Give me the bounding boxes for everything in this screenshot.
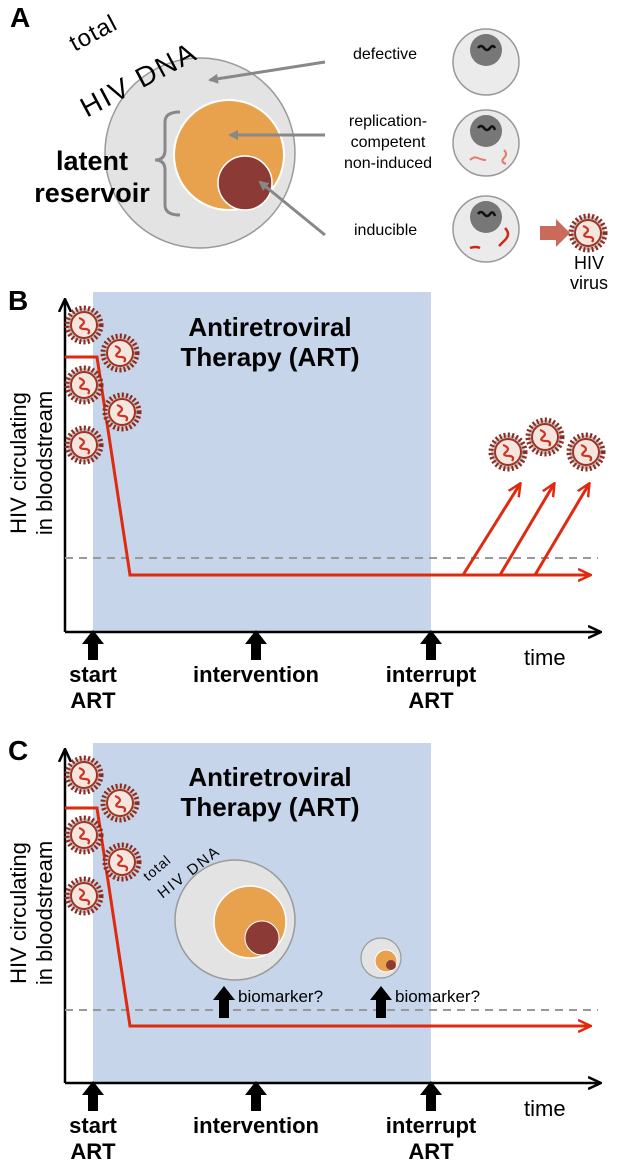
hiv-virus-line1: HIV — [573, 253, 604, 273]
inducible-label: inducible — [354, 222, 418, 239]
defective-label: defective — [353, 46, 418, 63]
start-art-label-b: start ART — [53, 662, 133, 714]
intervention-label-b: intervention — [193, 662, 319, 687]
interrupt-art-label-c: interrupt ART — [371, 1113, 491, 1165]
panel-a-letter: A — [10, 2, 31, 33]
replication-line2: competent — [350, 134, 426, 151]
y-label-c-line2: in bloodstream — [32, 840, 57, 986]
latent-label: latent reservoir — [22, 145, 162, 209]
rebound-arrow-2 — [498, 484, 554, 576]
panel-b-letter: B — [8, 285, 29, 316]
interrupt-b-line2: ART — [408, 688, 454, 713]
art-title-c-line2: Therapy (ART) — [180, 792, 360, 822]
marker-interrupt-b — [420, 630, 442, 660]
panel-b-chart — [65, 292, 603, 660]
interrupt-b-line1: interrupt — [385, 662, 477, 687]
hiv-virus-label: HIV virus — [564, 253, 614, 293]
start-c-line1: start — [69, 1113, 117, 1138]
marker-intervention-b — [245, 630, 267, 660]
art-title-c-line1: Antiretroviral — [188, 762, 352, 792]
marker-start-b — [82, 630, 104, 660]
rebound-arrow-3 — [533, 484, 589, 576]
biomarker-label-1: biomarker? — [238, 987, 324, 1006]
replication-line1: replication- — [348, 113, 428, 130]
reservoir-brace — [154, 110, 181, 217]
hiv-virus-line2: virus — [569, 273, 608, 293]
interrupt-c-line2: ART — [408, 1139, 454, 1164]
art-title-b-line1: Antiretroviral — [188, 312, 352, 342]
arrow-defective — [208, 60, 326, 84]
viral-load-curve-c — [65, 806, 590, 1026]
y-label-b-line2: in bloodstream — [32, 390, 57, 536]
y-axis-label-b: HIV circulating in bloodstream — [6, 373, 62, 553]
marker-intervention-c — [245, 1081, 267, 1111]
replication-line3: non-induced — [343, 155, 433, 172]
reservoir-before-inner — [244, 920, 280, 956]
time-label-b: time — [524, 645, 566, 670]
art-title-c: Antiretroviral Therapy (ART) — [150, 762, 390, 822]
biomarker-arrow-2 — [370, 986, 392, 1018]
marker-start-c — [82, 1081, 104, 1111]
panel-c-chart — [65, 743, 600, 1111]
start-art-label-c: start ART — [53, 1113, 133, 1165]
viral-load-curve-b — [65, 355, 590, 575]
marker-interrupt-c — [420, 1081, 442, 1111]
cell-inducible — [452, 195, 520, 263]
biomarker-label-2: biomarker? — [395, 987, 481, 1006]
latent-label-line2: reservoir — [34, 178, 150, 208]
inducible-circle — [217, 155, 273, 211]
art-title-b: Antiretroviral Therapy (ART) — [150, 312, 390, 372]
art-title-b-line2: Therapy (ART) — [180, 342, 360, 372]
start-c-line2: ART — [70, 1139, 116, 1164]
arrow-inducible — [258, 180, 326, 237]
replication-label: replication- competent non-induced — [333, 111, 443, 174]
cell-defective — [452, 28, 520, 96]
release-arrow — [540, 219, 570, 247]
start-b-line2: ART — [70, 688, 116, 713]
intervention-label-c: intervention — [193, 1113, 319, 1138]
y-axis-label-c: HIV circulating in bloodstream — [6, 823, 62, 1003]
rebound-arrow-1 — [461, 484, 520, 576]
start-b-line1: start — [69, 662, 117, 687]
y-label-b-line1: HIV circulating — [6, 392, 31, 534]
biomarker-arrow-1 — [213, 986, 235, 1018]
panel-c-letter: C — [8, 735, 29, 766]
reservoir-after-inner — [386, 960, 396, 970]
hiv-virus-icon — [571, 216, 605, 250]
time-label-c: time — [524, 1096, 566, 1121]
latent-label-line1: latent — [55, 146, 128, 176]
panel-a-diagram — [104, 28, 605, 263]
interrupt-art-label-b: interrupt ART — [371, 662, 491, 714]
interrupt-c-line1: interrupt — [385, 1113, 477, 1138]
y-label-c-line1: HIV circulating — [6, 842, 31, 984]
cell-replication-competent — [452, 109, 520, 177]
